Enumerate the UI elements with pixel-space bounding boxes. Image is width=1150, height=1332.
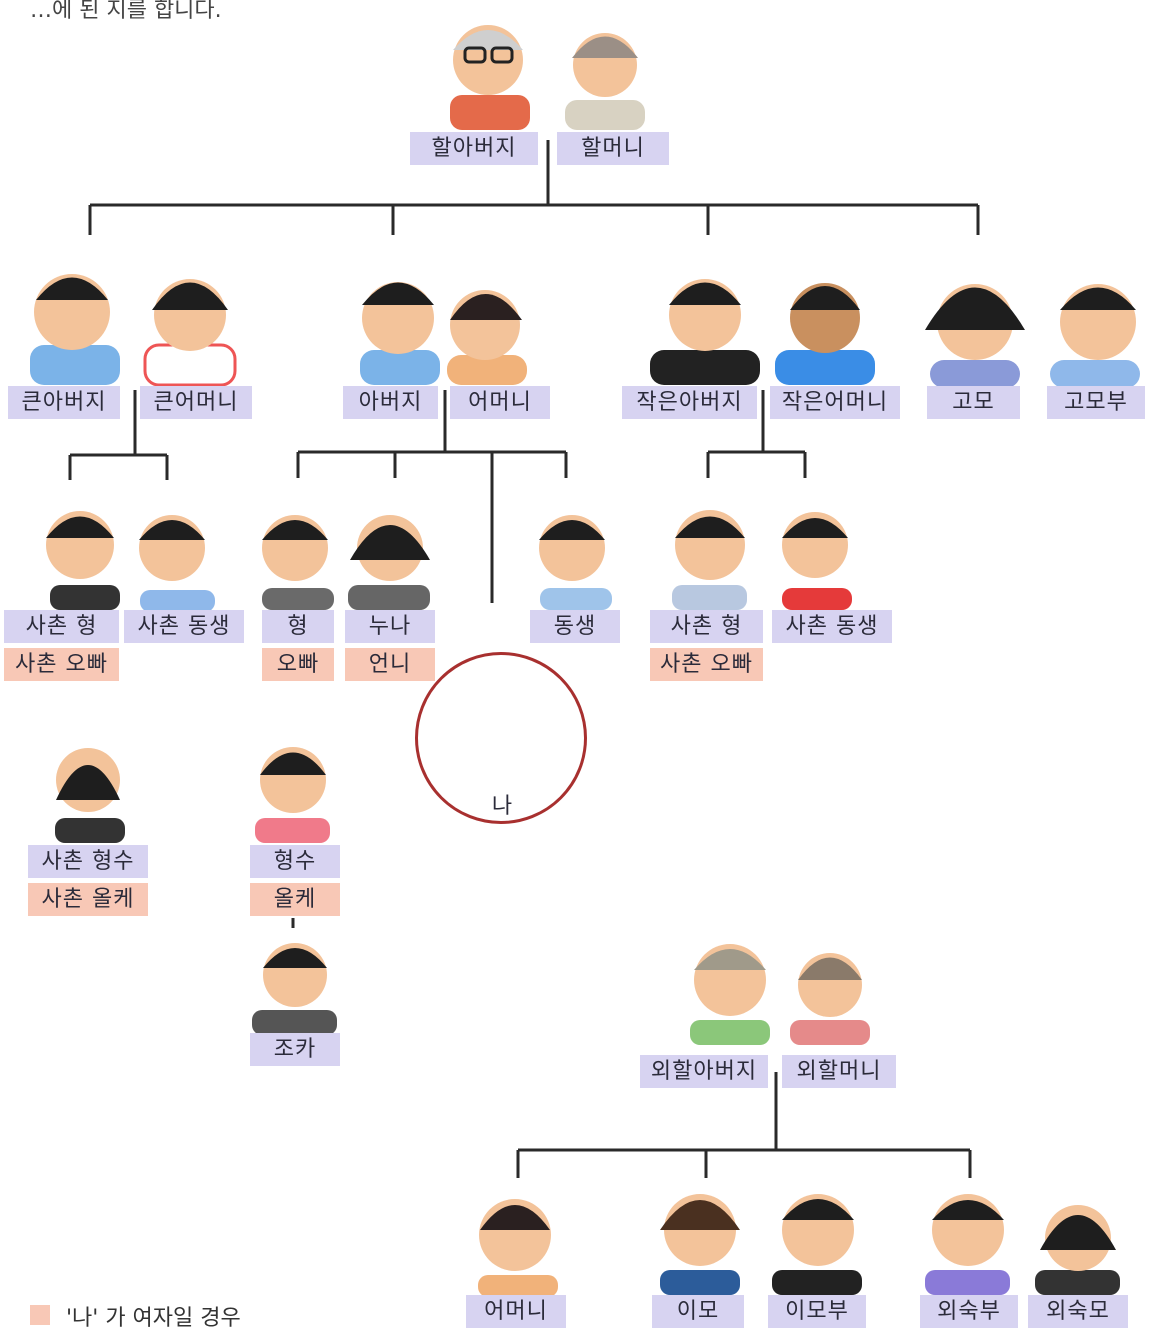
avatar-aunt-younger	[775, 283, 875, 385]
avatar-maternal-uncle	[925, 1194, 1010, 1295]
label-older-brother-female: 오빠	[262, 648, 334, 681]
label-grandmother: 할머니	[557, 132, 669, 165]
avatar-cousin-older-1	[46, 511, 120, 610]
label-maternal-aunt: 이모	[652, 1295, 744, 1328]
connector-uncle-younger	[706, 390, 807, 478]
avatar-maternal-aunt	[660, 1194, 740, 1295]
avatar-paternal-aunt	[925, 284, 1025, 388]
label-cousin-wife: 사촌 형수	[28, 845, 148, 878]
label-maternal-aunt-husband: 이모부	[768, 1295, 866, 1328]
label-brother-wife: 형수	[250, 845, 340, 878]
label-cousin-younger-1: 사촌 동생	[124, 610, 244, 643]
clipped-intro-text: …에 된 지를 합니다.	[30, 0, 222, 23]
avatar-cousin-wife	[55, 748, 125, 843]
avatar-older-brother	[262, 515, 334, 610]
connector-parents	[296, 390, 568, 603]
connector-grandparents	[88, 140, 980, 235]
avatar-cousin-younger-1	[139, 515, 215, 612]
avatar-aunt-eldest	[143, 279, 237, 387]
label-aunt-younger: 작은어머니	[770, 386, 900, 419]
avatar-uncle-younger	[650, 279, 760, 385]
label-paternal-aunt-husband: 고모부	[1047, 386, 1145, 419]
connector-maternal	[516, 1072, 972, 1178]
label-maternal-grandmother: 외할머니	[782, 1055, 896, 1088]
label-cousin-older-2-female: 사촌 오빠	[650, 648, 763, 681]
avatar-maternal-grandmother	[790, 953, 870, 1045]
label-maternal-uncle: 외숙부	[920, 1295, 1018, 1328]
avatar-brother-wife	[255, 747, 330, 843]
label-older-sister: 누나	[345, 610, 435, 643]
label-mother-maternal: 어머니	[466, 1295, 566, 1328]
connector-uncle-eldest	[68, 390, 169, 480]
connector-lines	[68, 140, 980, 1178]
avatar-cousin-younger-2	[782, 512, 852, 610]
label-mother: 어머니	[450, 386, 550, 419]
avatar-maternal-uncle-wife	[1035, 1205, 1120, 1295]
label-cousin-younger-2: 사촌 동생	[772, 610, 892, 643]
label-uncle-younger: 작은아버지	[622, 386, 757, 419]
label-older-sister-female: 언니	[345, 648, 435, 681]
label-me: 나	[491, 794, 513, 819]
me-highlight-circle	[415, 652, 587, 824]
label-cousin-older-2: 사촌 형	[650, 610, 763, 643]
label-older-brother: 형	[262, 610, 334, 643]
label-grandfather: 할아버지	[410, 132, 538, 165]
avatar-cousin-older-2	[672, 510, 747, 610]
label-paternal-aunt: 고모	[927, 386, 1020, 419]
avatar-paternal-aunt-husband	[1050, 284, 1140, 388]
label-cousin-older-1-female: 사촌 오빠	[4, 648, 119, 681]
label-aunt-eldest: 큰어머니	[140, 386, 252, 419]
avatar-father	[360, 282, 440, 385]
label-cousin-older-1: 사촌 형	[4, 610, 119, 643]
label-uncle-eldest: 큰아버지	[8, 386, 120, 419]
label-maternal-grandfather: 외할아버지	[640, 1055, 768, 1088]
label-father: 아버지	[343, 386, 438, 419]
label-maternal-uncle-wife: 외숙모	[1028, 1295, 1128, 1328]
avatar-older-sister	[348, 515, 430, 610]
label-nephew: 조카	[250, 1033, 340, 1066]
avatar-uncle-eldest	[30, 274, 120, 385]
avatar-nephew	[252, 943, 337, 1035]
label-cousin-wife-female: 사촌 올케	[28, 883, 148, 916]
label-younger-sibling: 동생	[530, 610, 620, 643]
avatar-younger-sibling	[539, 515, 612, 610]
legend-text: '나' 가 여자일 경우	[66, 1306, 241, 1331]
avatar-maternal-grandfather	[690, 944, 770, 1045]
avatar-mother-maternal	[478, 1199, 558, 1297]
avatar-maternal-aunt-husband	[772, 1194, 862, 1295]
avatar-mother	[447, 290, 527, 385]
legend-swatch-icon	[30, 1305, 50, 1325]
avatar-grandfather	[450, 25, 530, 130]
avatar-grandmother	[565, 33, 645, 130]
label-brother-wife-female: 올케	[250, 883, 340, 916]
